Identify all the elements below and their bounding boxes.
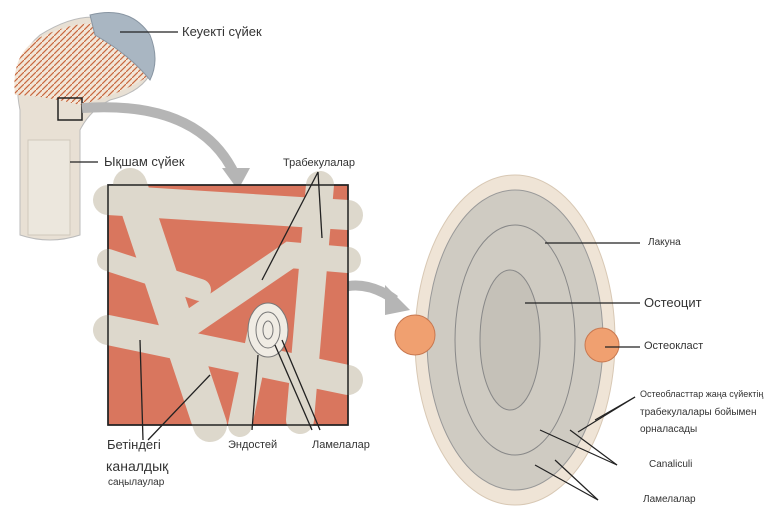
arrow-1 <box>81 102 240 178</box>
label-surface-canals-3: саңылаулар <box>108 477 165 488</box>
label-trabeculae: Трабекулалар <box>283 157 356 169</box>
label-lamellae-center: Ламелалар <box>312 439 370 451</box>
label-endosteum: Эндостей <box>228 439 278 451</box>
label-surface-canals-2: каналдық <box>106 458 169 474</box>
label-surface-canals-1: Бетіндегі <box>107 437 161 452</box>
label-osteoblasts-1: Остеобласттар жаңа сүйектің <box>640 389 764 399</box>
label-osteoclast: Остеокласт <box>644 340 704 352</box>
label-lacuna: Лакуна <box>648 237 681 248</box>
label-canaliculi: Canaliculi <box>649 459 693 470</box>
femur-illustration <box>14 12 178 241</box>
label-osteoblasts-3: орналасады <box>640 424 698 435</box>
label-osteocyte: Остеоцит <box>644 295 702 310</box>
trabecular-bone-detail <box>93 168 363 442</box>
label-spongy-bone: Кеуекті сүйек <box>182 24 262 39</box>
osteon-detail <box>394 174 640 506</box>
label-osteoblasts-2: трабекулалары бойымен <box>640 407 757 418</box>
zoom-box <box>57 97 83 121</box>
label-compact-bone: Ықшам сүйек <box>104 154 185 169</box>
label-lamellae-right: Ламелалар <box>643 494 696 505</box>
